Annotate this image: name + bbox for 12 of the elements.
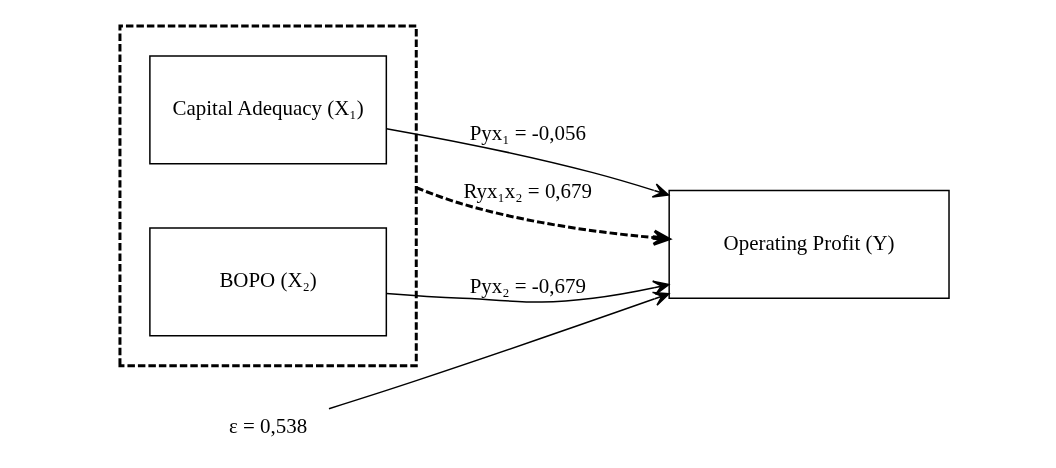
node-box: Capital Adequacy (X₁) [148,55,387,165]
edge-label: Ryx₁x₂ = 0,679 [462,179,592,204]
arrow [327,291,670,410]
cluster [117,24,418,368]
arrow [385,127,669,198]
node-text: ε = 0,538 [228,413,307,438]
node-box: BOPO (X₂) [148,227,387,337]
node-box: Operating Profit (Y) [667,189,950,300]
arrow [415,186,671,246]
arrow [385,280,669,303]
edge-label: Pyx₁ = -0,056 [469,121,586,146]
edge-label: Pyx₂ = -0,679 [469,273,586,298]
